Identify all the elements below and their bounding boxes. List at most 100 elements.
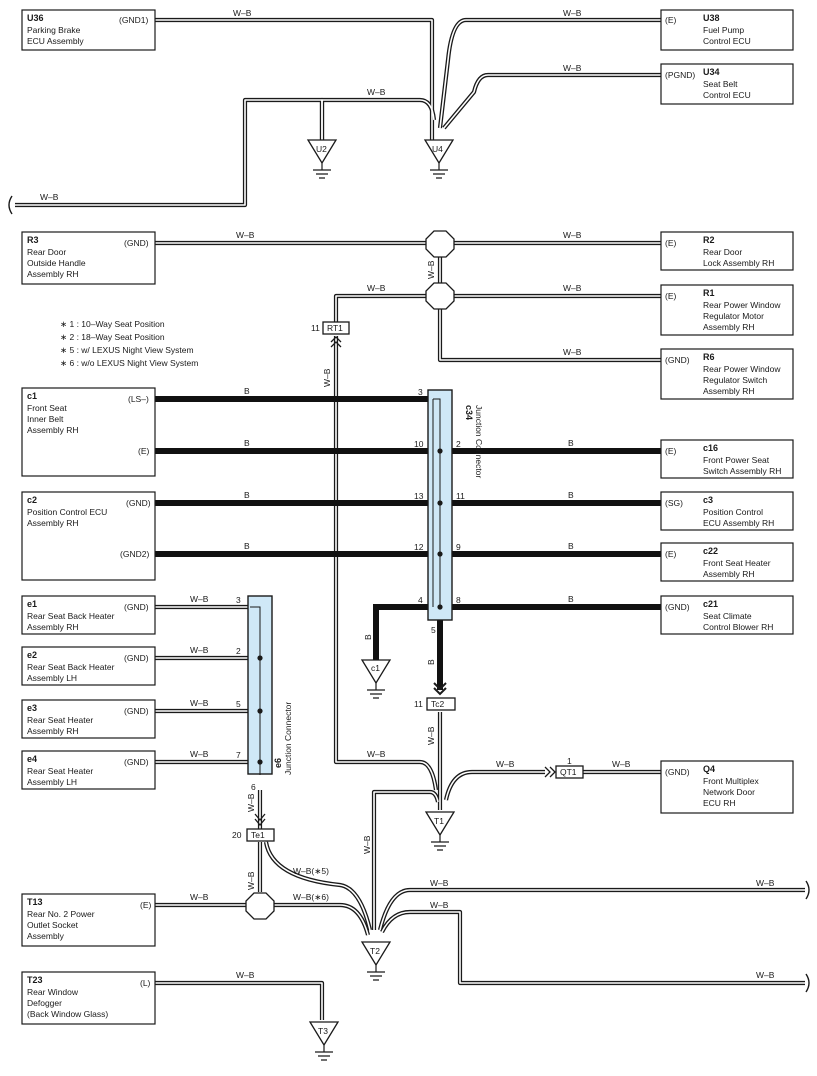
svg-text:Assembly RH: Assembly RH [27, 518, 78, 528]
svg-text:Rear No. 2 Power: Rear No. 2 Power [27, 909, 95, 919]
c34-pin-9: 9 [456, 542, 461, 552]
ground-points: U2 U4 c1 T1 T2 T3 [306, 139, 456, 1061]
wire-label: B [568, 490, 574, 500]
component-c3: (SG) c3 Position Control ECU Assembly RH [660, 491, 794, 531]
wire-label: W–B [612, 759, 631, 769]
wire-label: W–B [246, 871, 256, 890]
e6-pin-5: 5 [236, 699, 241, 709]
svg-text:Rear Seat Heater: Rear Seat Heater [27, 766, 93, 776]
wire-label: W–B [190, 892, 209, 902]
svg-text:c1: c1 [371, 663, 380, 673]
wire-label: B [568, 541, 574, 551]
svg-text:Control ECU: Control ECU [703, 90, 751, 100]
svg-text:Q4: Q4 [703, 764, 715, 774]
component-c21: (GND) c21 Seat Climate Control Blower RH [660, 595, 794, 635]
svg-text:(E): (E) [665, 291, 677, 301]
wire-label: W–B [190, 749, 209, 759]
junction-c34-label: Junction Connector [474, 405, 484, 478]
component-r1: (E) R1 Rear Power Window Regulator Motor… [660, 284, 794, 336]
svg-text:ECU Assembly RH: ECU Assembly RH [703, 518, 774, 528]
junction-e6-label: Junction Connector [283, 702, 293, 775]
connector-te1 [246, 828, 275, 842]
svg-text:(E): (E) [665, 549, 677, 559]
svg-text:Regulator Motor: Regulator Motor [703, 311, 764, 321]
svg-text:(GND1): (GND1) [119, 15, 148, 25]
ground-t3: T3 [308, 1021, 340, 1061]
wire-label: W–B [563, 8, 582, 18]
svg-text:(GND): (GND) [124, 757, 149, 767]
svg-text:R2: R2 [703, 235, 715, 245]
component-t23: T23 Rear Window Defogger (Back Window Gl… [21, 971, 156, 1025]
svg-text:Rear Seat Back Heater: Rear Seat Back Heater [27, 611, 115, 621]
component-r3: R3 Rear Door Outside Handle Assembly RH … [21, 231, 156, 285]
component-t13: T13 Rear No. 2 Power Outlet Socket Assem… [21, 893, 156, 947]
c34-pin-3: 3 [418, 387, 423, 397]
svg-text:Lock Assembly RH: Lock Assembly RH [703, 258, 774, 268]
wire-label: W–B [367, 283, 386, 293]
note-1: ∗ 1 : 10–Way Seat Position [60, 319, 165, 329]
svg-text:(GND): (GND) [124, 238, 149, 248]
svg-text:ECU Assembly: ECU Assembly [27, 36, 84, 46]
svg-text:Rear Window: Rear Window [27, 987, 79, 997]
component-c16: (E) c16 Front Power Seat Switch Assembly… [660, 439, 794, 479]
svg-text:Assembly LH: Assembly LH [27, 777, 77, 787]
e6-pin-7: 7 [236, 750, 241, 760]
wire-label: W–B [563, 283, 582, 293]
wire-label: W–B [236, 230, 255, 240]
wire-label: W–B [322, 368, 332, 387]
wire-label: W–B [496, 759, 515, 769]
c34-pin-2: 2 [456, 439, 461, 449]
svg-text:T13: T13 [27, 897, 43, 907]
connector-qt1 [555, 765, 584, 779]
wire-label: W–B [40, 192, 59, 202]
junction-c34-code: c34 [464, 405, 474, 420]
component-c1: c1 Front Seat Inner Belt Assembly RH (LS… [21, 387, 156, 477]
connector-rt1-pin: 11 [311, 323, 320, 333]
c34-pin-11: 11 [456, 491, 465, 501]
wire-label: B [426, 659, 436, 665]
wire-label-n6: W–B(∗6) [293, 892, 329, 902]
e6-pin-6: 6 [251, 782, 256, 792]
wire-label: B [244, 438, 250, 448]
component-c2: c2 Position Control ECU Assembly RH (GND… [21, 491, 156, 581]
svg-text:Fuel Pump: Fuel Pump [703, 25, 744, 35]
svg-text:Rear Power Window: Rear Power Window [703, 364, 781, 374]
svg-text:Switch Assembly RH: Switch Assembly RH [703, 466, 781, 476]
svg-text:Assembly LH: Assembly LH [27, 673, 77, 683]
svg-text:(GND): (GND) [665, 355, 690, 365]
svg-text:Assembly RH: Assembly RH [27, 425, 78, 435]
svg-text:Seat Belt: Seat Belt [703, 79, 738, 89]
svg-text:c3: c3 [703, 495, 713, 505]
svg-text:(E): (E) [665, 238, 677, 248]
ground-c1: c1 [360, 659, 392, 699]
svg-text:U36: U36 [27, 13, 44, 23]
ground-t1: T1 [424, 811, 456, 851]
svg-text:(GND): (GND) [665, 767, 690, 777]
svg-text:Control Blower RH: Control Blower RH [703, 622, 773, 632]
wire-label: B [244, 490, 250, 500]
svg-text:U34: U34 [703, 67, 720, 77]
wire-label: B [568, 438, 574, 448]
svg-text:Parking Brake: Parking Brake [27, 25, 81, 35]
svg-text:Outside Handle: Outside Handle [27, 258, 86, 268]
svg-text:Rear Door: Rear Door [27, 247, 66, 257]
c34-pin-5: 5 [431, 625, 436, 635]
svg-text:Control ECU: Control ECU [703, 36, 751, 46]
svg-text:(GND2): (GND2) [120, 549, 149, 559]
svg-text:c1: c1 [27, 391, 37, 401]
connector-tc2 [426, 697, 456, 711]
svg-text:Assembly RH: Assembly RH [703, 569, 754, 579]
wire-label: W–B [430, 900, 449, 910]
svg-text:(E): (E) [665, 15, 677, 25]
connector-qt1-pin: 1 [567, 756, 572, 766]
junction-e6-code: e6 [273, 758, 283, 768]
junction-c34: c34 Junction Connector 3 10 13 12 4 2 11… [414, 387, 484, 635]
component-c22: (E) c22 Front Seat Heater Assembly RH [660, 542, 794, 582]
wire-label: B [363, 634, 373, 640]
svg-text:e4: e4 [27, 754, 37, 764]
e6-pin-2: 2 [236, 646, 241, 656]
svg-text:e3: e3 [27, 703, 37, 713]
svg-text:T23: T23 [27, 975, 43, 985]
component-e1: e1 Rear Seat Back Heater Assembly RH (GN… [21, 595, 156, 635]
component-e3: e3 Rear Seat Heater Assembly RH (GND) [21, 699, 156, 739]
